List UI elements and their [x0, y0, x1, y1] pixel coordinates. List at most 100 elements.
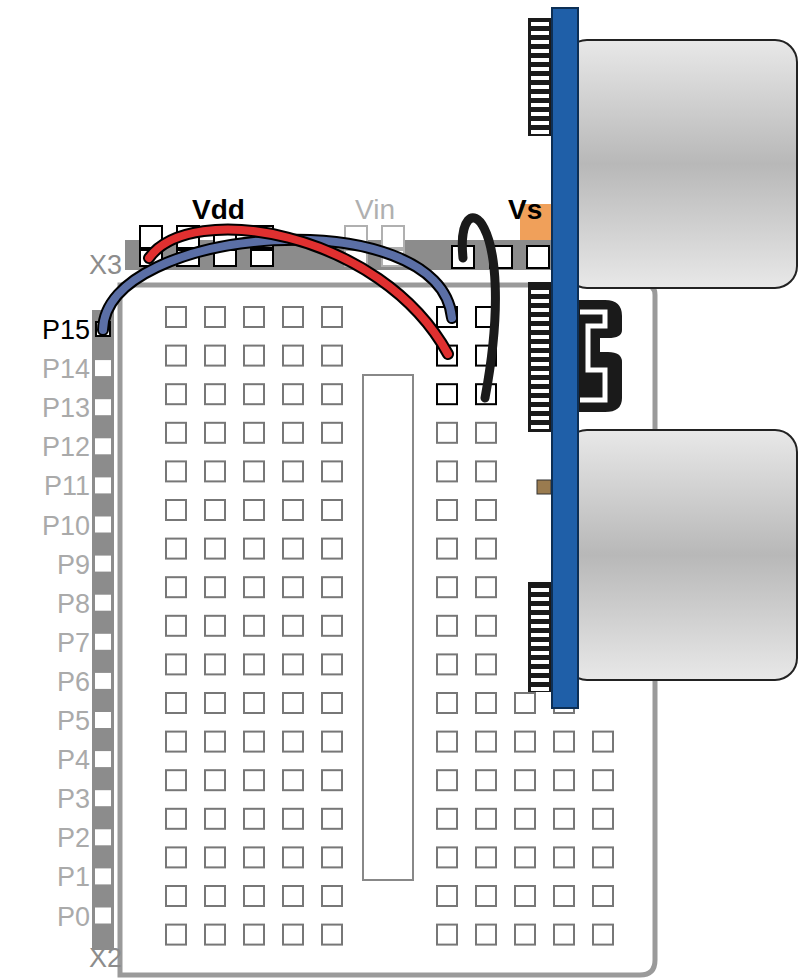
breadboard-hole	[166, 693, 186, 713]
breadboard-hole	[205, 423, 225, 443]
breadboard-hole	[244, 346, 264, 366]
io-header	[92, 310, 114, 950]
io-socket	[96, 869, 110, 883]
pin-label: P6	[57, 669, 90, 696]
wire-outline	[149, 230, 448, 354]
breadboard-hole	[437, 847, 457, 867]
header-pin	[531, 588, 549, 592]
breadboard-hole	[554, 886, 574, 906]
pin-label: P7	[57, 630, 90, 657]
breadboard-hole	[437, 461, 457, 481]
header-pin	[531, 326, 549, 330]
io-socket	[96, 439, 110, 453]
header-pin	[531, 344, 549, 348]
io-socket	[96, 557, 110, 571]
io-socket	[96, 713, 110, 727]
pin-label: P1	[57, 864, 90, 891]
header-pin	[531, 76, 549, 80]
header-pin	[531, 642, 549, 646]
pin-label: P10	[42, 513, 90, 540]
breadboard-hole	[166, 461, 186, 481]
breadboard-hole	[283, 539, 303, 559]
breadboard-hole	[283, 809, 303, 829]
header-pin	[531, 40, 549, 44]
breadboard-hole	[244, 500, 264, 520]
header-pin	[531, 335, 549, 339]
breadboard-hole	[283, 461, 303, 481]
center-channel	[363, 375, 413, 880]
io-socket	[96, 909, 110, 923]
pin-label: P13	[42, 395, 90, 422]
ground-wire	[462, 218, 495, 398]
breadboard-hole	[166, 616, 186, 636]
pin-label: P9	[57, 552, 90, 579]
breadboard-hole	[322, 732, 342, 752]
breadboard-hole	[283, 307, 303, 327]
breadboard-hole	[244, 539, 264, 559]
breadboard-hole	[322, 461, 342, 481]
header-pin	[531, 353, 549, 357]
breadboard-hole	[166, 423, 186, 443]
breadboard-hole	[244, 616, 264, 636]
breadboard-hole	[322, 809, 342, 829]
breadboard-hole	[515, 886, 535, 906]
breadboard-hole	[437, 886, 457, 906]
sensor-pcb	[552, 8, 578, 708]
breadboard-hole	[476, 693, 496, 713]
breadboard-hole	[437, 423, 457, 443]
pin-label: P0	[57, 904, 90, 931]
breadboard-hole	[244, 925, 264, 945]
transducer-bottom	[565, 430, 797, 680]
header-pin	[531, 112, 549, 116]
breadboard-hole	[322, 847, 342, 867]
breadboard-hole	[476, 886, 496, 906]
breadboard-hole	[476, 925, 496, 945]
header-pin	[531, 687, 549, 691]
breadboard-hole	[593, 770, 613, 790]
breadboard-hole	[205, 770, 225, 790]
header-pin	[531, 606, 549, 610]
breadboard-hole	[244, 384, 264, 404]
breadboard-hole	[322, 770, 342, 790]
crystal	[578, 300, 622, 412]
header-pin	[531, 678, 549, 682]
breadboard-hole	[205, 847, 225, 867]
header-pin	[531, 49, 549, 53]
breadboard-hole	[244, 886, 264, 906]
breadboard-hole	[593, 925, 613, 945]
header-pin	[531, 389, 549, 393]
header-pin	[531, 362, 549, 366]
breadboard-hole	[283, 886, 303, 906]
breadboard-hole	[205, 384, 225, 404]
io-socket	[96, 518, 110, 532]
breadboard-hole	[244, 847, 264, 867]
sensor-pin-stripes	[531, 22, 549, 691]
header-pin	[531, 22, 549, 26]
breadboard-hole	[437, 384, 457, 404]
breadboard-hole	[476, 539, 496, 559]
breadboard-hole	[476, 577, 496, 597]
breadboard-hole	[322, 539, 342, 559]
breadboard-hole	[166, 307, 186, 327]
breadboard-hole	[166, 847, 186, 867]
breadboard-hole	[515, 809, 535, 829]
power-label: Vin	[355, 196, 395, 224]
breadboard-hole	[554, 770, 574, 790]
breadboard-hole	[166, 770, 186, 790]
breadboard-hole	[437, 577, 457, 597]
breadboard-hole	[166, 886, 186, 906]
header-label: X3	[89, 252, 122, 279]
breadboard-hole	[437, 500, 457, 520]
breadboard-hole	[166, 925, 186, 945]
breadboard-hole	[166, 809, 186, 829]
breadboard-hole	[244, 423, 264, 443]
header-pin	[531, 121, 549, 125]
breadboard-hole	[244, 732, 264, 752]
breadboard-hole	[244, 461, 264, 481]
pin-label: P2	[57, 825, 90, 852]
breadboard-hole	[476, 732, 496, 752]
header-pin	[531, 58, 549, 62]
io-socket	[96, 478, 110, 492]
breadboard-hole	[205, 654, 225, 674]
